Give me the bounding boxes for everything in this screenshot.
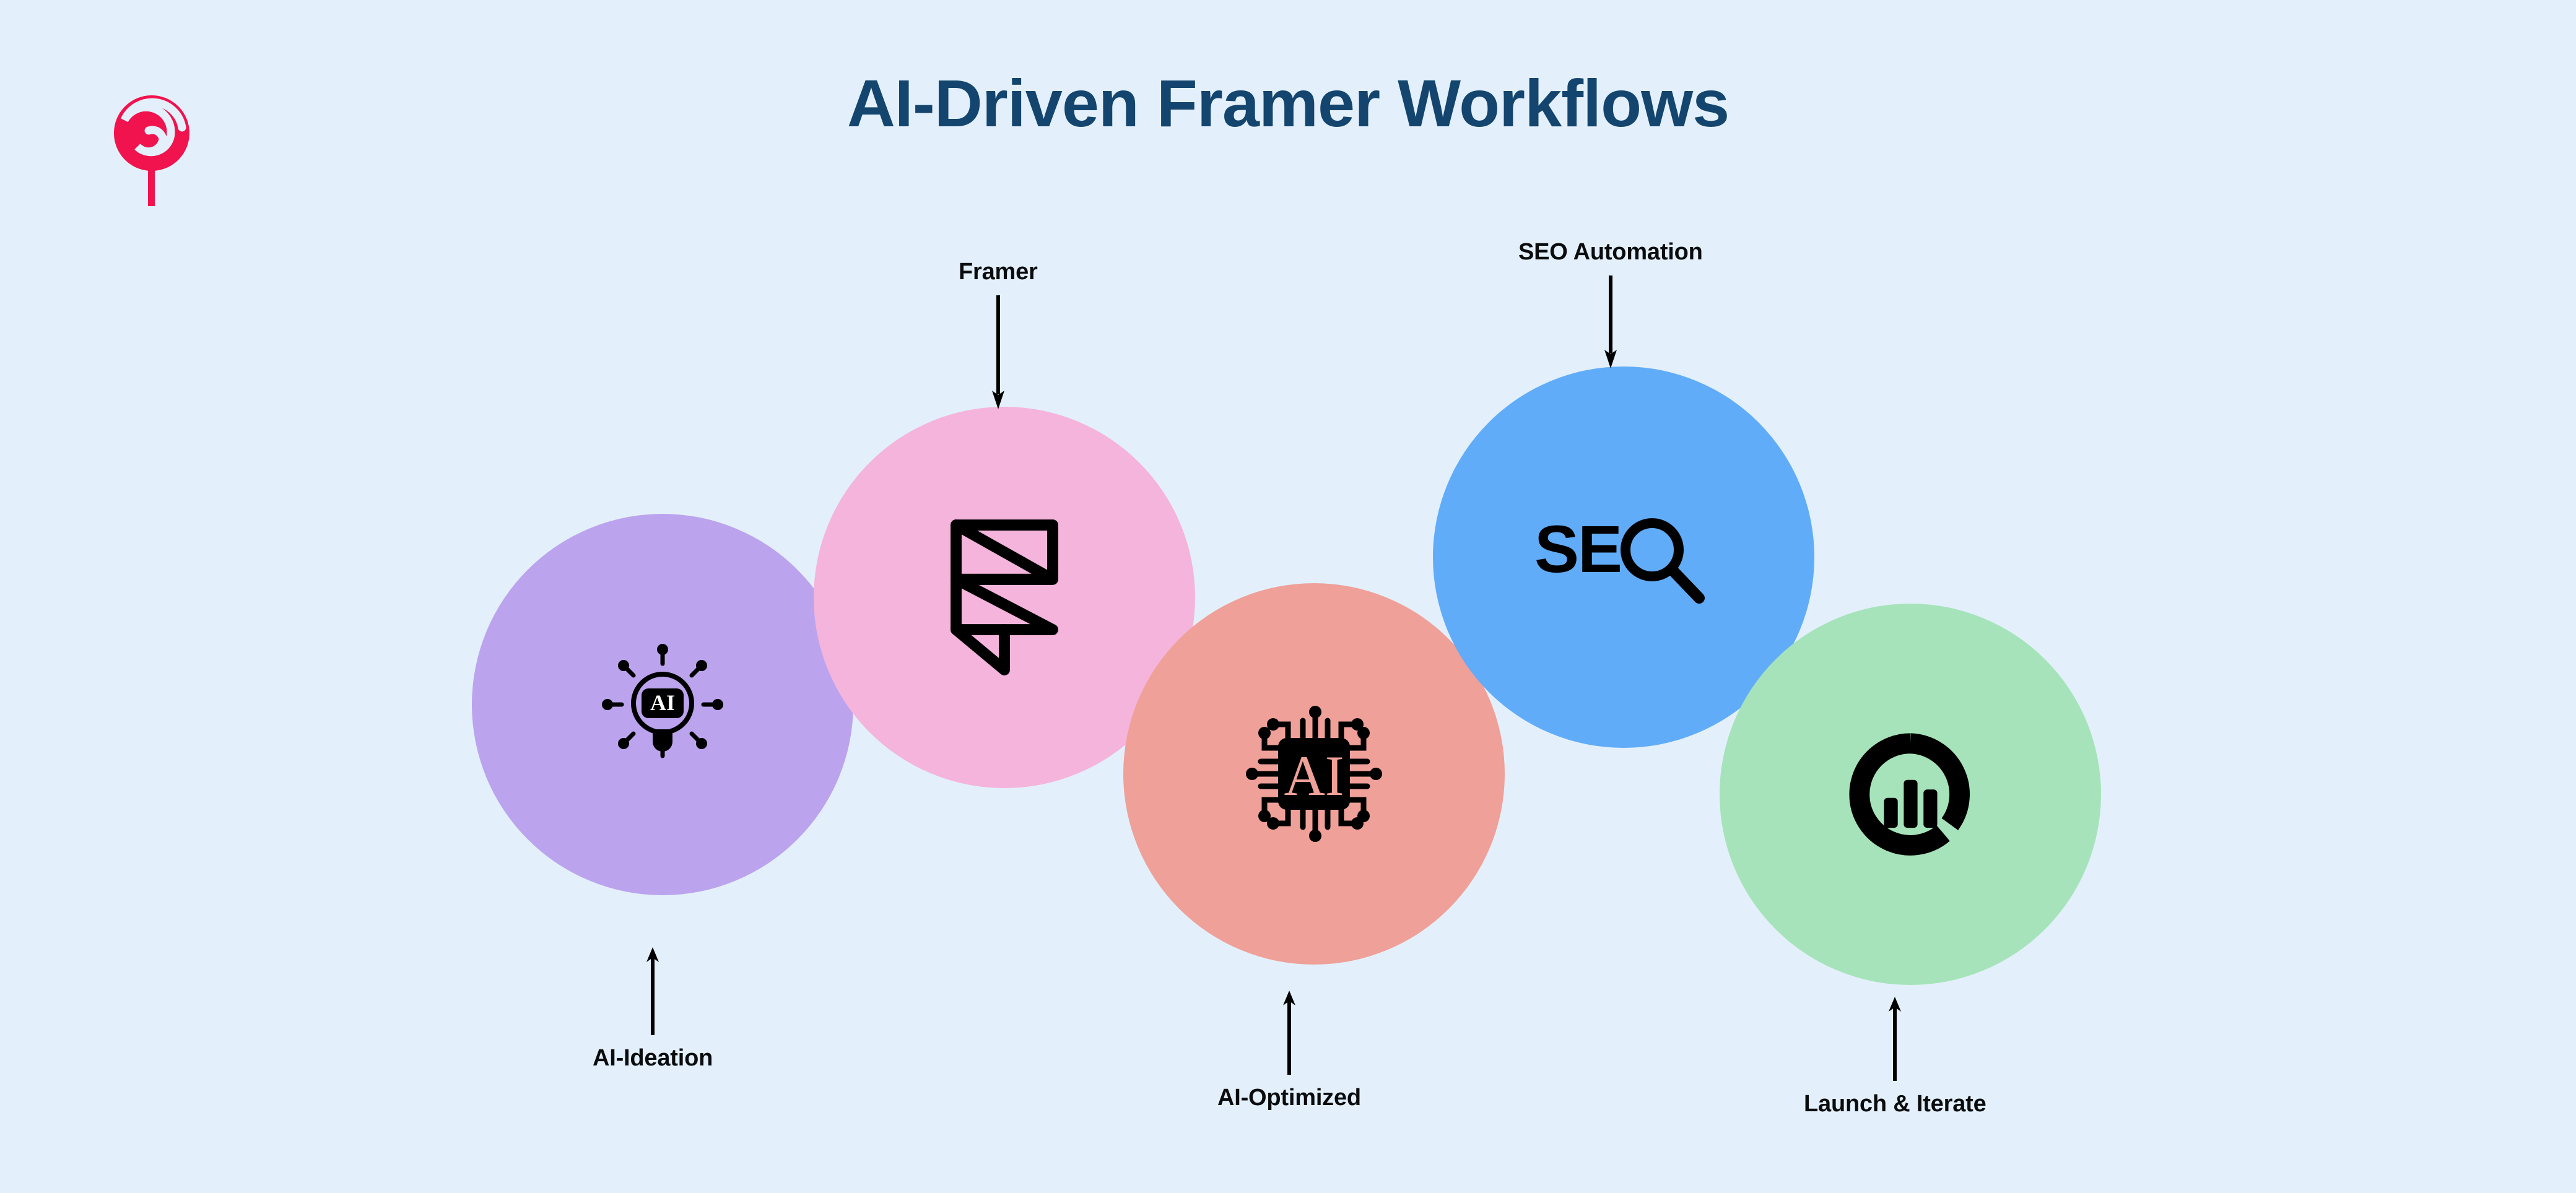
connector-optimized: AI-Optimized (1217, 989, 1361, 1111)
ai-chip-label: AI (1284, 744, 1344, 807)
connector-seo: SEO Automation (1518, 239, 1703, 370)
connector-framer: Framer (959, 259, 1038, 412)
arrow-up-icon (1282, 991, 1295, 1075)
connector-label-framer: Framer (959, 259, 1038, 285)
framer-logo-icon (951, 519, 1058, 675)
arrow-down-icon (991, 295, 1004, 409)
node-circle-seo[interactable]: SE (1433, 367, 1814, 748)
connector-label-launch: Launch & Iterate (1804, 1091, 1986, 1117)
node-circle-optimized[interactable]: AI (1123, 583, 1505, 965)
ai-chip-icon: AI (1246, 706, 1382, 842)
connector-launch: Launch & Iterate (1804, 996, 1986, 1117)
ai-lightbulb-icon: AI (602, 644, 723, 758)
seo-icon-text: SE (1534, 511, 1621, 586)
arrow-up-icon (646, 947, 659, 1035)
lollipop-swirl-logo (110, 92, 194, 206)
seo-magnifier-icon: SE (1534, 511, 1705, 604)
page-title: AI-Driven Framer Workflows (846, 66, 1730, 141)
connector-label-seo: SEO Automation (1518, 239, 1703, 265)
node-circle-launch[interactable] (1720, 604, 2101, 985)
node-circle-ideation[interactable]: AI (472, 514, 853, 895)
connector-label-ideation: AI-Ideation (593, 1045, 713, 1071)
arrow-down-icon (1604, 275, 1617, 368)
connector-label-optimized: AI-Optimized (1217, 1085, 1361, 1111)
ai-lightbulb-label: AI (650, 690, 675, 715)
analytics-donut-bar-icon (1849, 733, 1970, 856)
connector-ideation: AI-Ideation (593, 946, 713, 1072)
arrow-up-icon (1889, 997, 1902, 1081)
